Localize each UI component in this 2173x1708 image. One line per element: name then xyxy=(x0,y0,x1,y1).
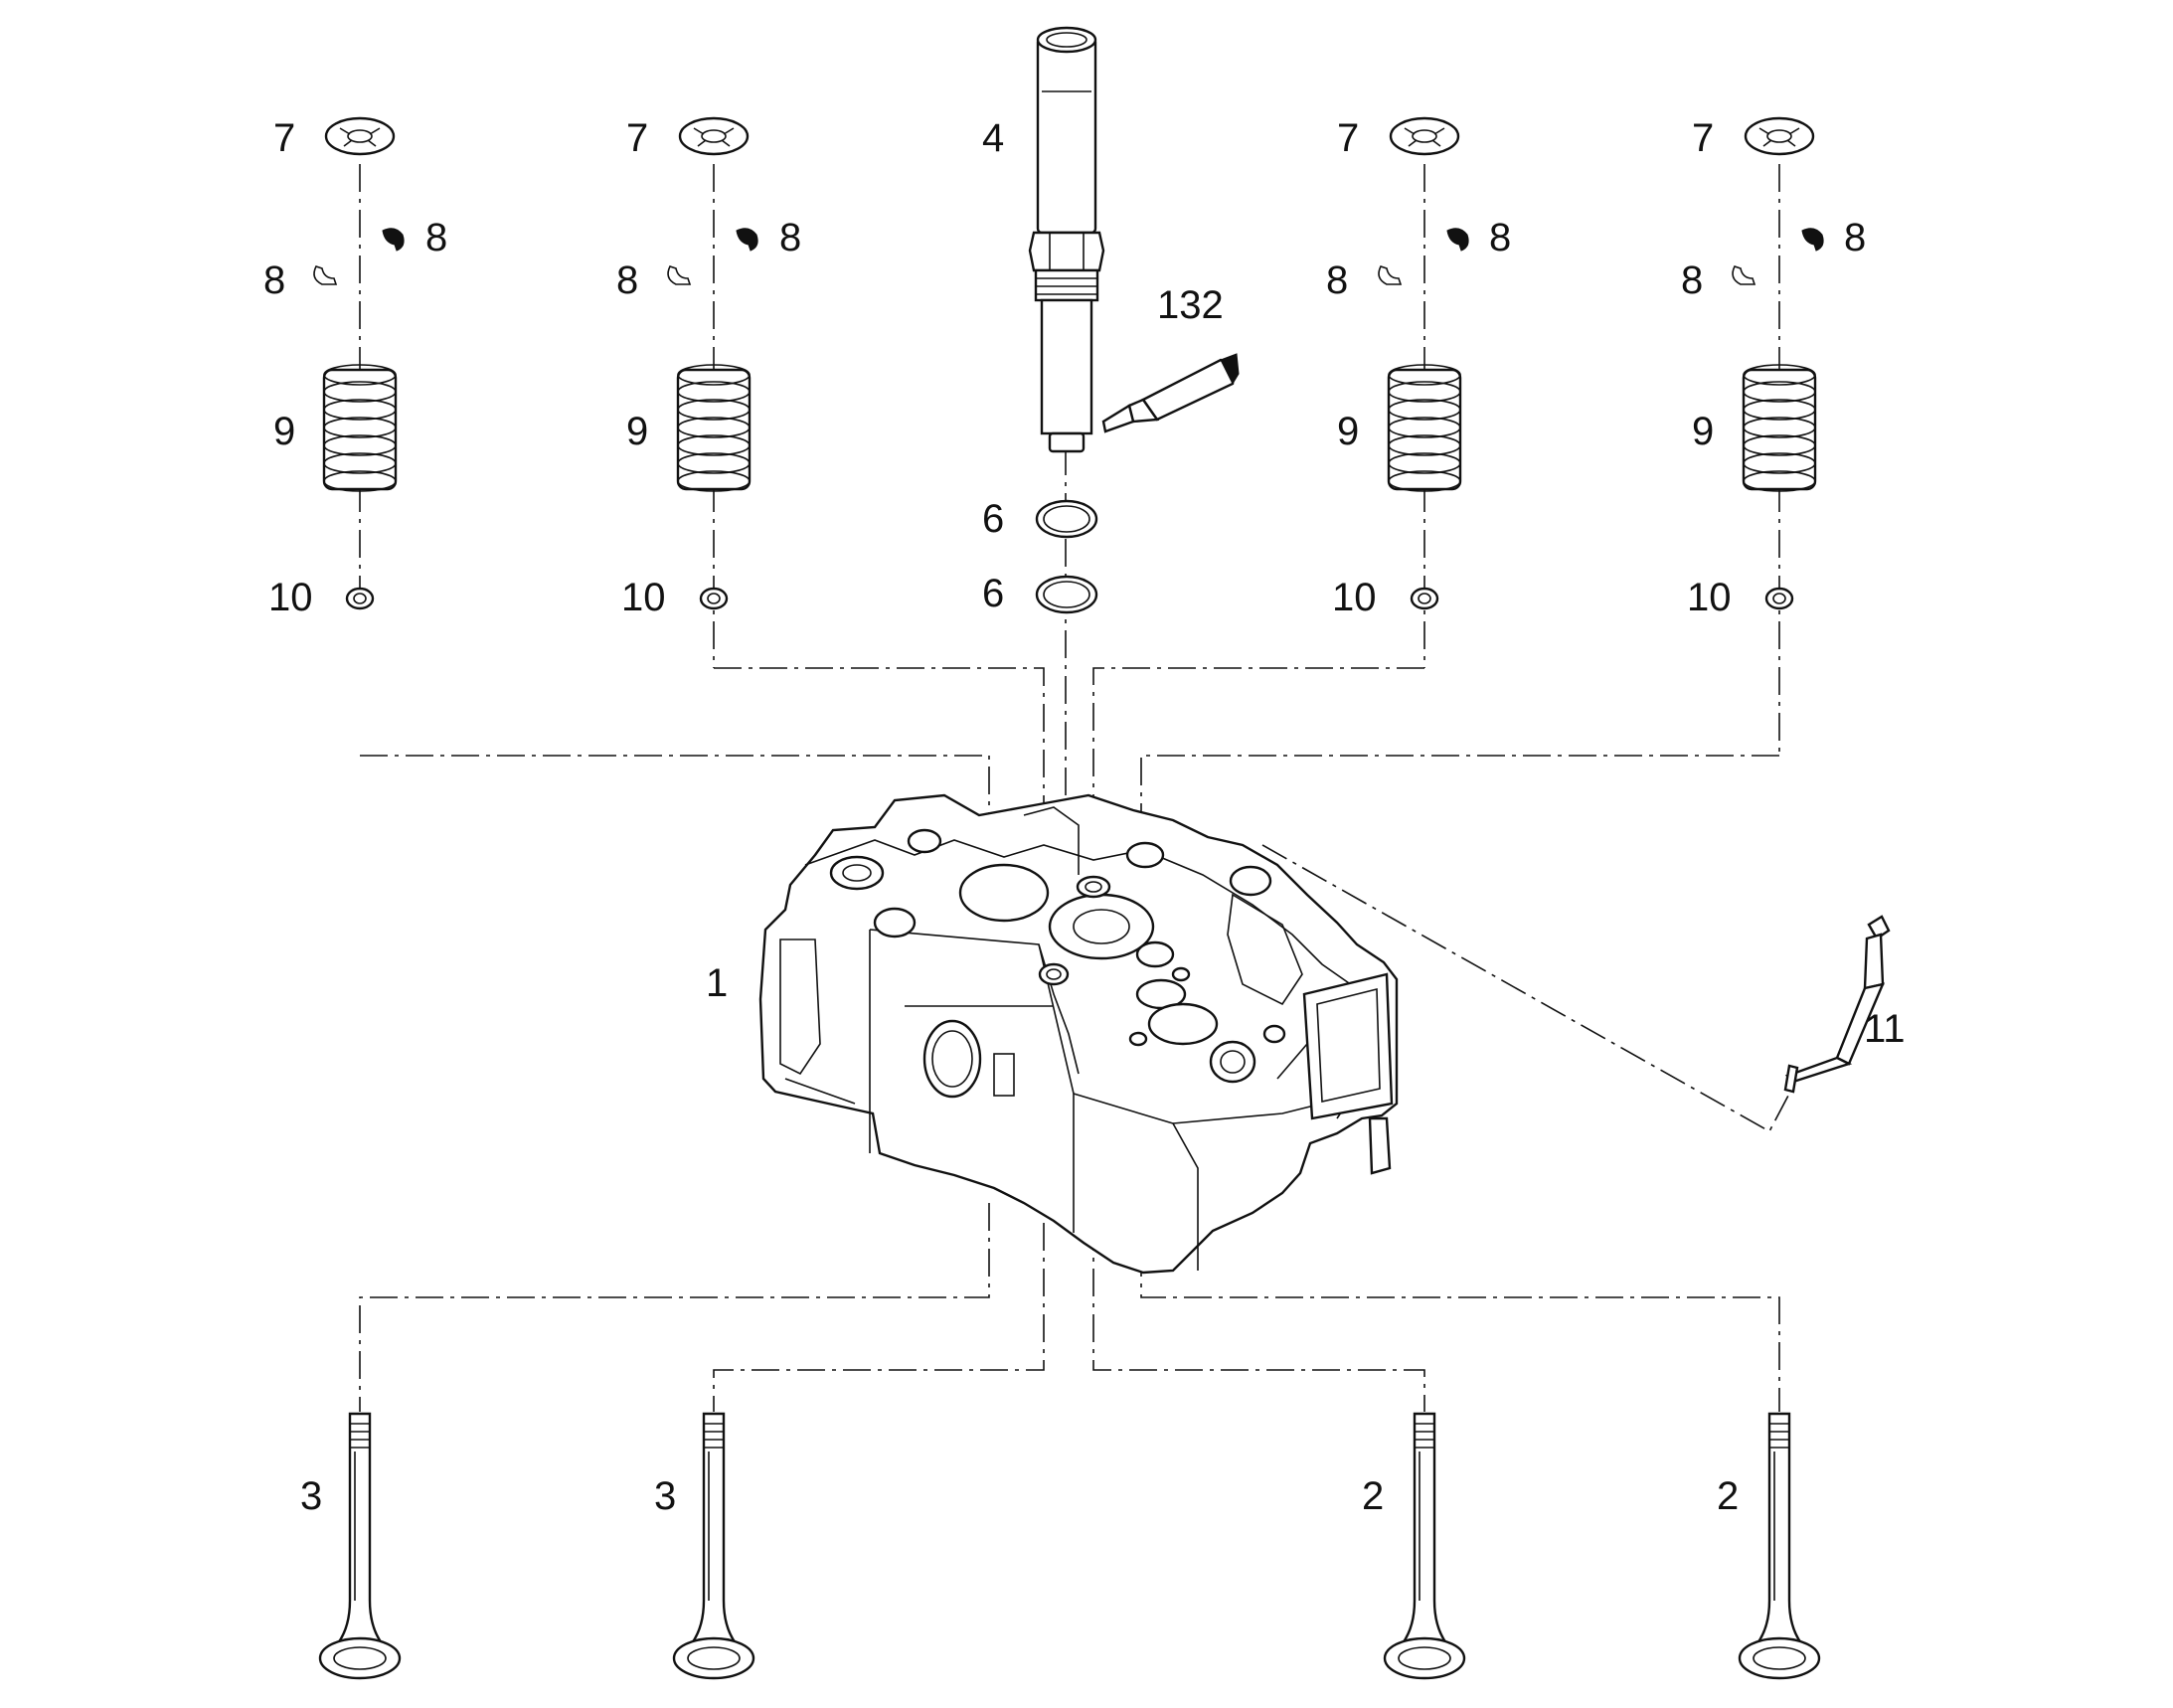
valve-spring-1 xyxy=(322,364,398,492)
spring-cap-group xyxy=(324,116,1815,156)
callout-valve-keeper: 8 xyxy=(1844,216,1866,259)
callout-valve-keeper: 8 xyxy=(616,258,638,302)
callout-sealant: 132 xyxy=(1157,283,1224,327)
valve-keeper-solid-2 xyxy=(736,228,758,252)
callout-intake-valve: 3 xyxy=(654,1474,676,1518)
valve-keeper-open-1 xyxy=(313,265,338,285)
callout-valve-spring: 9 xyxy=(626,410,648,453)
callout-valve-seal: 10 xyxy=(621,576,666,619)
spring-cap-2 xyxy=(678,116,750,156)
callout-labels: 7 8 8 9 10 7 8 8 9 10 4 132 6 6 7 8 8 9 … xyxy=(263,116,1906,1518)
valve-keeper-group xyxy=(313,228,1824,285)
valve-seal-4 xyxy=(1764,587,1794,610)
valve-keeper-solid-3 xyxy=(1446,228,1469,252)
exhaust-valve-2 xyxy=(1738,1412,1821,1680)
valve-seal-3 xyxy=(1410,587,1439,610)
callout-valve-spring: 9 xyxy=(1692,410,1714,453)
valve-keeper-solid-1 xyxy=(382,228,405,252)
glow-plug xyxy=(1783,915,1891,1094)
valve-spring-4 xyxy=(1742,364,1817,492)
valve-keeper-open-2 xyxy=(667,265,692,285)
callout-cylinder-head: 1 xyxy=(706,961,728,1005)
valve-spring-group xyxy=(322,364,1817,492)
intake-valve-2 xyxy=(672,1412,755,1680)
callout-exhaust-valve: 2 xyxy=(1717,1474,1739,1518)
valve-seal-2 xyxy=(699,587,729,610)
callout-injector: 4 xyxy=(982,116,1004,160)
callout-valve-keeper: 8 xyxy=(263,258,285,302)
valve-group xyxy=(318,1412,1821,1680)
callout-valve-seal: 10 xyxy=(1332,576,1377,619)
callout-spring-cap: 7 xyxy=(1692,116,1714,160)
callout-injector-seal: 6 xyxy=(982,497,1004,541)
callout-exhaust-valve: 2 xyxy=(1362,1474,1384,1518)
valve-seal-group xyxy=(345,587,1794,610)
valve-spring-3 xyxy=(1387,364,1462,492)
callout-spring-cap: 7 xyxy=(626,116,648,160)
valve-keeper-open-3 xyxy=(1378,265,1403,285)
intake-valve-1 xyxy=(318,1412,402,1680)
valve-keeper-open-4 xyxy=(1732,265,1756,285)
callout-valve-seal: 10 xyxy=(268,576,313,619)
injector-seal-group xyxy=(1035,499,1098,614)
cylinder-head xyxy=(758,793,1399,1275)
callout-valve-keeper: 8 xyxy=(1326,258,1348,302)
callout-valve-keeper: 8 xyxy=(1489,216,1511,259)
callout-spring-cap: 7 xyxy=(273,116,295,160)
valve-seal-1 xyxy=(345,587,375,610)
injector-seal-1 xyxy=(1035,499,1098,539)
callout-valve-keeper: 8 xyxy=(779,216,801,259)
callout-intake-valve: 3 xyxy=(300,1474,322,1518)
callout-valve-spring: 9 xyxy=(1337,410,1359,453)
callout-injector-seal: 6 xyxy=(982,572,1004,615)
valve-keeper-solid-4 xyxy=(1801,228,1824,252)
callout-valve-spring: 9 xyxy=(273,410,295,453)
injector-seal-2 xyxy=(1035,575,1098,614)
spring-cap-3 xyxy=(1389,116,1460,156)
callout-glow-plug: 11 xyxy=(1864,1007,1906,1051)
valve-spring-2 xyxy=(676,364,752,492)
callout-valve-keeper: 8 xyxy=(1681,258,1703,302)
spring-cap-1 xyxy=(324,116,396,156)
callout-valve-seal: 10 xyxy=(1687,576,1732,619)
exhaust-valve-1 xyxy=(1383,1412,1466,1680)
spring-cap-4 xyxy=(1744,116,1815,156)
sealant-tube xyxy=(1101,353,1240,433)
callout-spring-cap: 7 xyxy=(1337,116,1359,160)
callout-valve-keeper: 8 xyxy=(425,216,447,259)
injector xyxy=(1028,26,1105,453)
